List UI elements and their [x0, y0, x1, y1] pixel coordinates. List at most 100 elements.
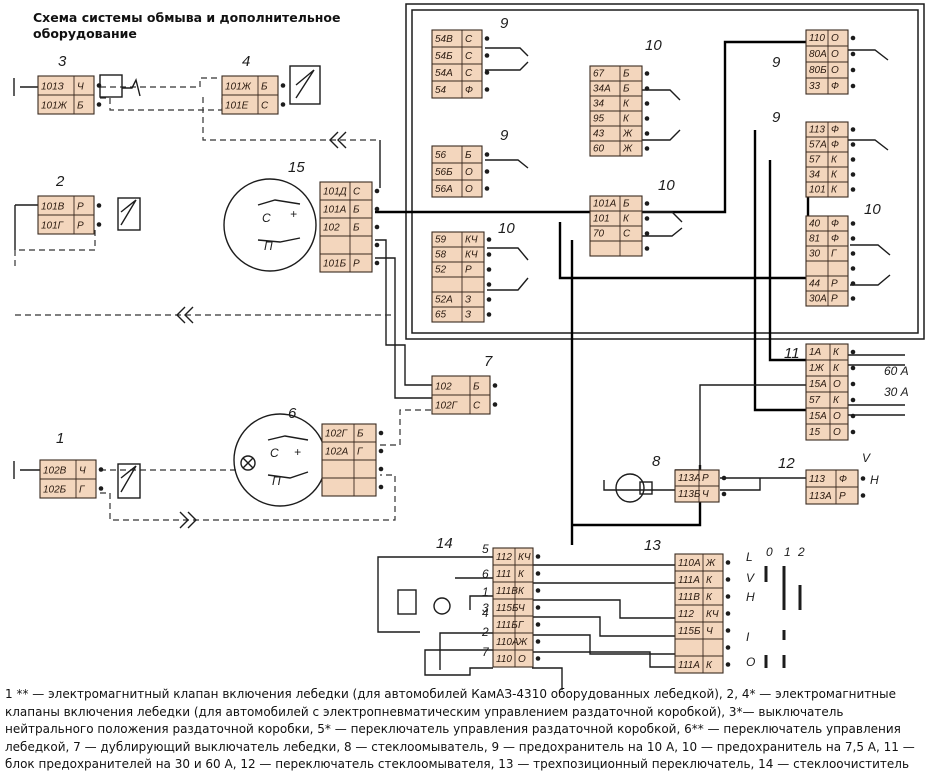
wire-color: Ч	[79, 465, 86, 476]
diagram-title: Схема системы обмыва и дополнительное об…	[33, 10, 341, 41]
wire-mark: 30А	[809, 294, 827, 305]
component-number: 9	[500, 15, 509, 32]
wire-color: О	[518, 654, 526, 665]
harness-lines	[375, 40, 810, 545]
wire-color: Г	[79, 484, 86, 495]
wire-color: С	[465, 51, 473, 62]
fuse-symbols	[485, 47, 891, 291]
wire-color: КЧ	[465, 250, 478, 261]
connector-body	[319, 181, 373, 273]
position-label: 2	[797, 545, 805, 559]
connector-body	[805, 121, 849, 198]
pin-label: 6	[482, 567, 489, 581]
switch-label: Н	[870, 473, 879, 487]
component-number: 3	[58, 53, 67, 70]
wire-mark: 111	[496, 569, 511, 580]
wire-mark: 34	[809, 170, 821, 181]
wire-mark: 101Б	[323, 259, 347, 270]
wire-mark: 101З	[41, 81, 64, 92]
wire-color: К	[518, 569, 525, 580]
wire-color: Р	[353, 259, 360, 270]
switch-label: Н	[746, 590, 755, 604]
wire-color: О	[831, 33, 839, 44]
wire-mark: 54В	[435, 34, 453, 45]
wire-mark: 101В	[41, 201, 65, 212]
wire-color: К	[706, 660, 713, 671]
wire-mark: 110	[496, 654, 512, 665]
wire-mark: 52А	[435, 295, 453, 306]
wire-color: С	[623, 229, 631, 240]
wire-mark: 56	[435, 150, 447, 161]
component-number: 12	[778, 455, 795, 472]
wire-mark: 33	[809, 81, 821, 92]
wire-color: Б	[465, 150, 472, 161]
wire-color: О	[833, 427, 841, 438]
wire-mark: 113	[809, 474, 825, 485]
wire-color: Ф	[839, 474, 847, 485]
wire-color: К	[831, 155, 838, 166]
chevrons	[176, 131, 347, 529]
wire-color: К	[831, 185, 838, 196]
component-number: 2	[55, 173, 65, 190]
wire-color: С	[353, 187, 361, 198]
wire-mark: 111А	[678, 660, 700, 671]
wire-color: Б	[77, 100, 84, 111]
switch-label: П	[272, 474, 281, 488]
thin-wires	[13, 78, 905, 690]
wire-mark: 40	[809, 219, 821, 230]
wire-mark: 112	[496, 552, 512, 563]
wire-mark: 101	[809, 185, 826, 196]
wire-mark: 1Ж	[809, 363, 825, 374]
fuse-rating: 60 А	[884, 364, 909, 378]
component-number: 9	[500, 127, 509, 144]
wire-mark: 115Б	[496, 603, 519, 614]
wire-color: Р	[77, 201, 84, 212]
wire-mark: 102	[435, 381, 452, 392]
position-label: 1	[784, 545, 791, 559]
wire-mark: 115Б	[678, 626, 701, 637]
wire-color: Р	[839, 491, 846, 502]
wire-mark: 111В	[678, 592, 700, 603]
switch-label: V	[746, 571, 755, 585]
wire-color: Б	[353, 223, 360, 234]
component-number: 7	[484, 353, 493, 370]
wire-mark: 57	[809, 155, 821, 166]
wire-mark: 101А	[323, 205, 347, 216]
switch-label: +	[290, 207, 297, 221]
component-number: 4	[242, 53, 250, 70]
wire-mark: 70	[593, 229, 605, 240]
wire-mark: 65	[435, 310, 447, 321]
wire-mark: 102	[323, 223, 340, 234]
wire-mark: 101Е	[225, 100, 249, 111]
wire-mark: 30	[809, 249, 821, 260]
component-number: 13	[644, 537, 661, 554]
switch-label: П	[264, 239, 273, 253]
wire-mark: 95	[593, 114, 605, 125]
wire-mark: 102Г	[325, 429, 349, 440]
wire-color: З	[465, 295, 471, 306]
wire-color: Б	[261, 81, 268, 92]
wire-mark: 113Б	[678, 489, 701, 500]
wire-color: Б	[623, 199, 630, 210]
wire-color: Ч	[518, 603, 525, 614]
wire-color: КЧ	[465, 235, 478, 246]
wire-color: К	[831, 170, 838, 181]
fuse-board-frame	[405, 3, 925, 340]
wire-color: Р	[77, 220, 84, 231]
wire-color: Ч	[706, 626, 713, 637]
wire-mark: 59	[435, 235, 447, 246]
switch-label: I	[746, 630, 750, 644]
wire-mark: 111В	[496, 586, 518, 597]
wire-mark: 101	[593, 214, 610, 225]
component-number: 10	[864, 201, 881, 218]
component-number: 11	[784, 345, 800, 362]
wire-mark: 113А	[809, 491, 832, 502]
pin-label: 3	[482, 601, 489, 615]
